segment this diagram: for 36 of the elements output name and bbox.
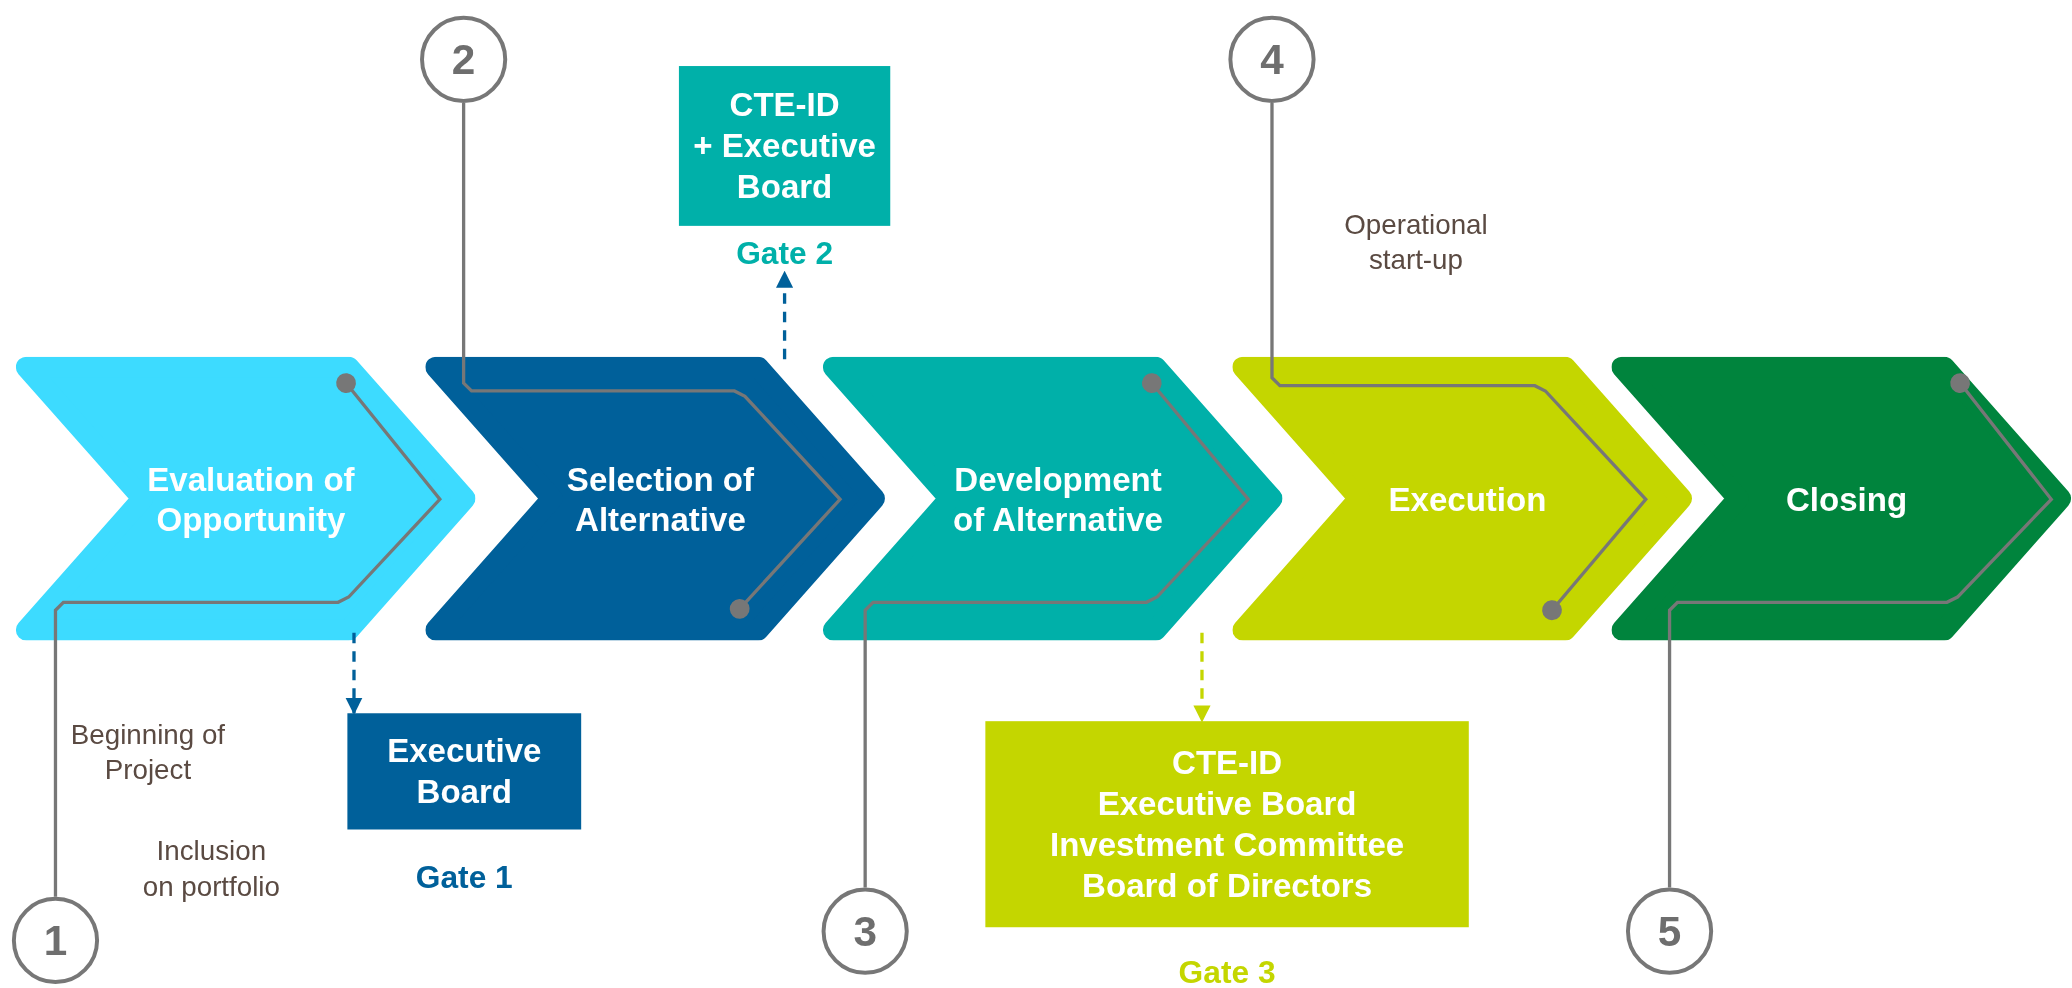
chevron-step	[1232, 356, 1692, 641]
approver-label: Executive Board	[386, 730, 543, 812]
milestone-note: Inclusion on portfolio	[141, 833, 281, 904]
leader-line	[1667, 373, 2054, 888]
chevron-step	[822, 356, 1283, 641]
chevron-step	[15, 356, 476, 641]
gate-label: Gate 3	[1178, 953, 1276, 988]
step-title: Execution	[1387, 479, 1548, 519]
milestone-note: Beginning of Project	[69, 717, 227, 787]
approver-label: Executive Board	[1097, 783, 1357, 824]
step-title: Selection of Alternative	[565, 459, 755, 539]
approver-label: Board of Directors	[1082, 865, 1372, 906]
number-circle: 1	[11, 896, 100, 985]
number-circle: 4	[1228, 15, 1316, 104]
chevron-step	[425, 356, 885, 641]
step-title: Evaluation of Opportunity	[146, 459, 356, 539]
approver-label: + Executive Board	[692, 125, 877, 207]
approver-label: CTE-ID	[729, 84, 840, 125]
leader-line	[53, 373, 443, 897]
number-circle: 2	[420, 15, 508, 104]
number-circle: 5	[1625, 887, 1714, 975]
leader-line	[863, 373, 1251, 888]
gate-label: Gate 2	[736, 235, 834, 273]
arrow	[1193, 632, 1211, 723]
chevron-step	[1611, 356, 2072, 641]
leader-line	[1270, 103, 1648, 621]
milestone-note: Operational start-up	[1343, 207, 1489, 277]
approver-label: CTE-ID	[1172, 742, 1283, 783]
arrow	[776, 270, 794, 360]
gate-label: Gate 1	[415, 858, 513, 896]
step-title: Closing	[1785, 479, 1909, 519]
number-circle: 3	[821, 887, 909, 975]
arrow	[345, 632, 363, 715]
approver-label: Investment Committee	[1050, 824, 1405, 865]
leader-line	[461, 103, 843, 619]
step-title: Development of Alternative	[952, 459, 1164, 539]
